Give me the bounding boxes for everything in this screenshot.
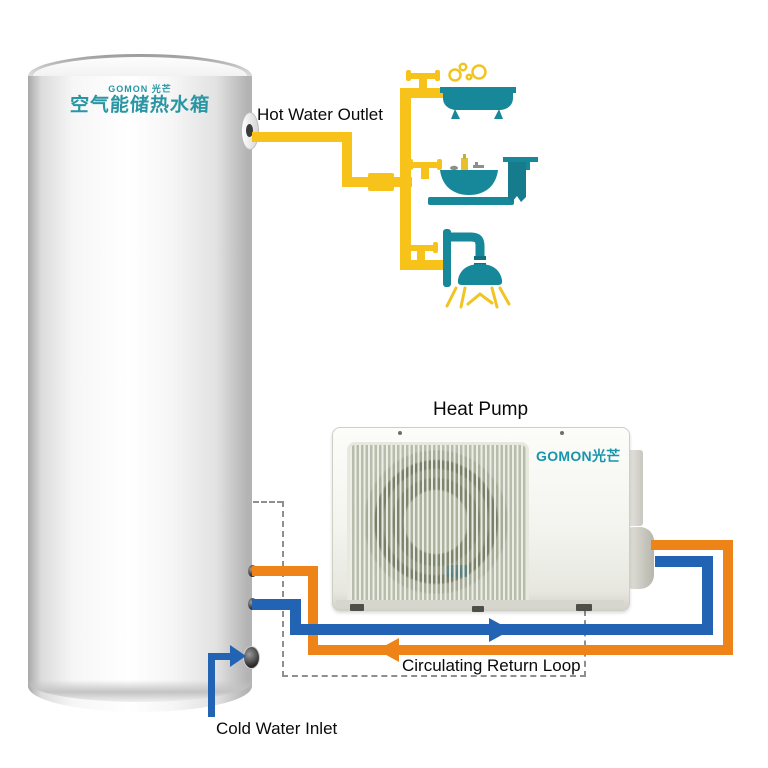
return-pipe-bottom-h <box>308 645 733 655</box>
hot-pipe-bath-branch <box>400 88 446 98</box>
cold-water-arrowhead-icon <box>230 645 246 667</box>
heat-pump-base <box>336 600 624 606</box>
hot-outlet-port <box>246 124 253 137</box>
bubbles-icon <box>448 62 487 82</box>
faucet-icon <box>406 70 440 90</box>
supply-pipe-left-v <box>290 599 301 635</box>
flow-arrow-left-icon <box>377 638 399 662</box>
cold-water-arrow-icon <box>208 653 232 660</box>
towel-icon <box>503 157 538 202</box>
screw-icon <box>398 431 402 435</box>
heat-pump-pipe-housing <box>627 527 654 589</box>
grille-slats <box>350 445 526 602</box>
hot-water-outlet-label: Hot Water Outlet <box>257 105 383 124</box>
return-pipe-top-h <box>651 540 733 550</box>
heat-pump-side-bracket <box>627 450 643 526</box>
return-pipe-tank-h <box>252 566 318 576</box>
heat-pump-foot <box>472 606 484 612</box>
dashed-boundary-left <box>282 501 284 677</box>
dashed-boundary-bottom <box>282 675 586 677</box>
heat-pump-label: Heat Pump <box>433 399 529 420</box>
tank-product-name: 空气能储热水箱 <box>69 95 211 116</box>
shower-spray-icon <box>445 286 511 309</box>
hot-pipe-shower-branch <box>400 260 448 270</box>
hot-pipe-from-tank <box>252 132 352 142</box>
bathtub-icon <box>440 62 516 119</box>
shower-icon <box>443 229 511 309</box>
dashed-boundary-top <box>253 501 283 503</box>
supply-pipe-tank-h <box>252 599 301 610</box>
flow-arrow-right-icon <box>489 618 511 642</box>
dashed-boundary-right <box>584 610 586 677</box>
screw-icon <box>560 431 564 435</box>
return-pipe-left-v <box>308 566 318 655</box>
heat-pump-foot <box>350 604 364 611</box>
hot-pipe-drop <box>342 132 352 187</box>
cold-water-arrow-stem <box>208 653 215 717</box>
supply-pipe-top-h <box>655 556 713 567</box>
supply-pipe-right-v <box>702 556 713 635</box>
faucet-icon <box>408 159 442 179</box>
hot-pipe-riser <box>400 88 411 270</box>
return-pipe-right-v <box>723 545 733 655</box>
faucet-icon <box>404 242 438 262</box>
fan-grille <box>347 442 529 605</box>
hot-pipe-coupling <box>368 173 394 191</box>
sink-icon <box>428 154 538 205</box>
circulating-return-loop-label: Circulating Return Loop <box>402 656 581 675</box>
water-tank-body <box>28 76 252 712</box>
tank-brand-logo: GOMON 光芒 <box>108 84 172 94</box>
cold-water-inlet-label: Cold Water Inlet <box>216 719 338 738</box>
heat-pump-brand-logo: GOMON光芒 <box>536 448 621 464</box>
tank-bottom-band <box>28 680 252 702</box>
heat-pump-foot <box>576 604 592 611</box>
